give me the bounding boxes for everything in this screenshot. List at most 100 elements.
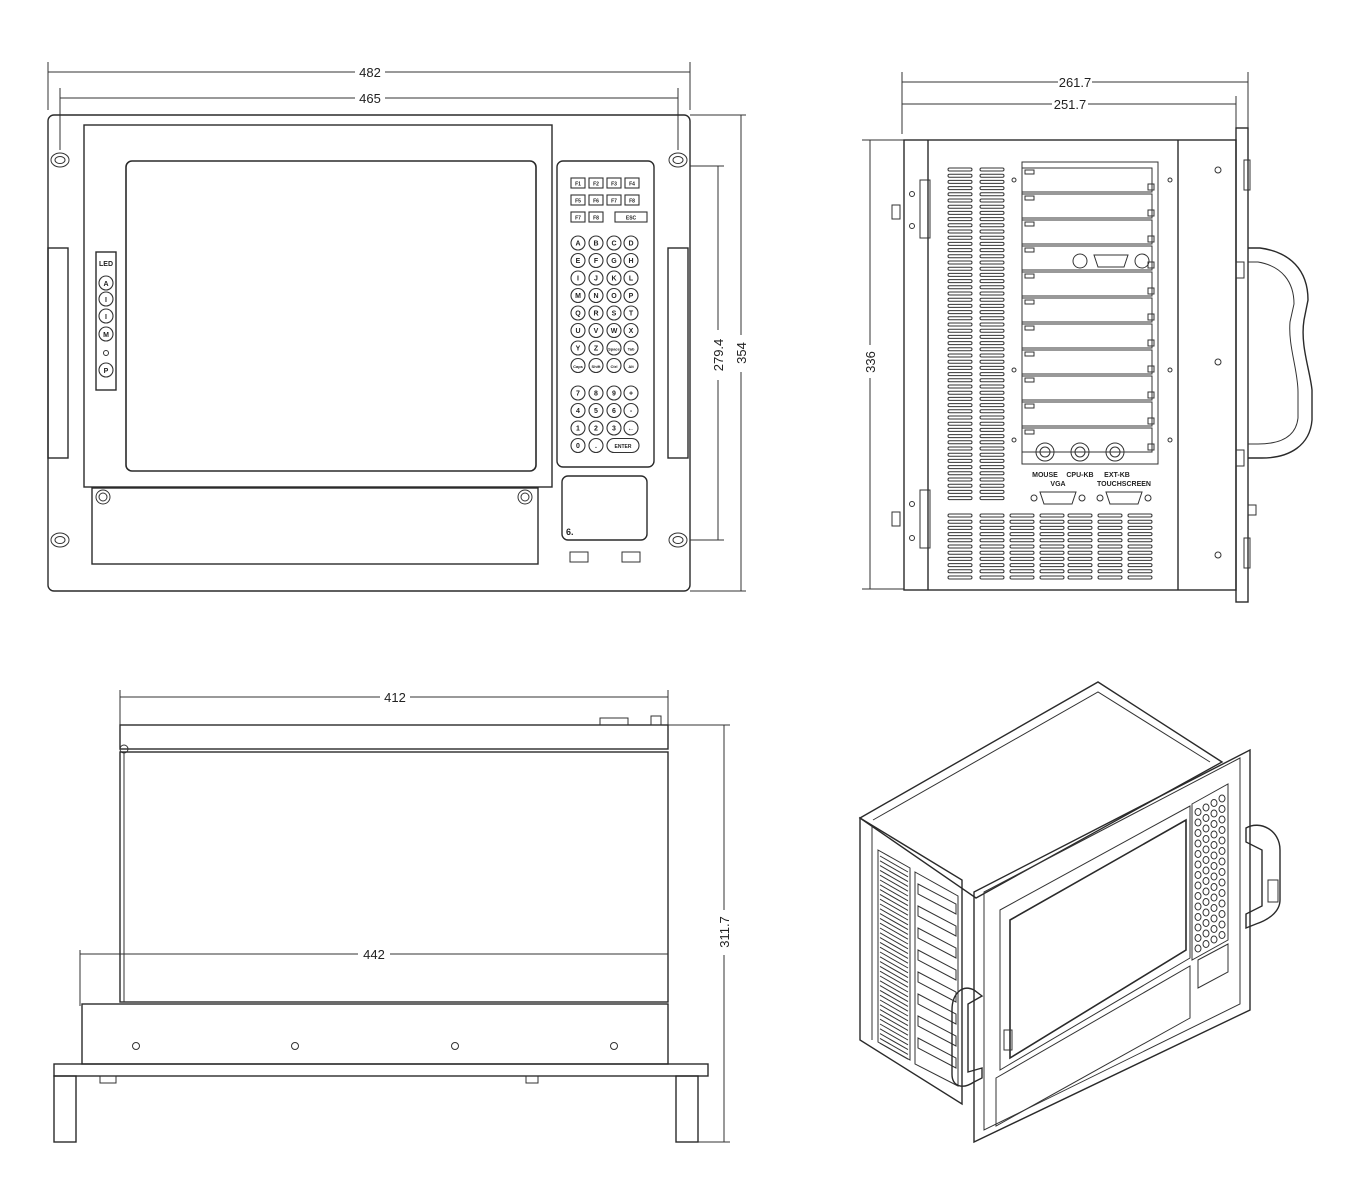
mount-holes [50, 152, 688, 548]
dim-label-465: 465 [359, 91, 381, 106]
vga-port-label: VGA [1050, 481, 1065, 488]
svg-text:F: F [594, 258, 599, 265]
keypad-key: O [606, 287, 622, 304]
led-label: LED [99, 261, 113, 268]
usb-port-2 [621, 551, 641, 563]
bottom-view: 412 442 311.7 [53, 690, 732, 1143]
svg-text:Space: Space [608, 347, 621, 352]
touchscreen-port-label: TOUCHSCREEN [1097, 481, 1151, 488]
svg-text:C: C [611, 241, 616, 248]
number-key: 1 [570, 420, 586, 436]
svg-text:F1: F1 [575, 182, 581, 188]
keypad-key: Z [588, 340, 604, 356]
svg-text:P: P [629, 293, 634, 300]
dimension-442: 442 [79, 947, 668, 1006]
keypad-key: Caps [570, 357, 586, 374]
dimension-311-7: 311.7 [668, 724, 732, 1143]
bottom-handle-left [53, 1075, 77, 1143]
svg-text:Q: Q [575, 311, 581, 318]
keypad-key: S [606, 305, 622, 321]
svg-text:T: T [629, 311, 634, 318]
side-button: I [98, 291, 114, 307]
svg-text:F6: F6 [593, 199, 599, 205]
base-plate [81, 1003, 669, 1065]
function-key: F3 [606, 177, 622, 189]
bottom-flange [53, 1063, 709, 1077]
keypad-key: Q [570, 305, 586, 321]
number-key: 7 [570, 385, 586, 401]
keypad-key: C [606, 235, 622, 251]
function-key: F5 [570, 194, 586, 206]
svg-text:Shift: Shift [592, 364, 602, 369]
dim-label-311-7: 311.7 [717, 916, 732, 948]
esc-key: ESC [614, 211, 648, 223]
function-key: F8 [624, 194, 640, 206]
keypad-key: T [623, 305, 639, 321]
svg-text:Caps: Caps [573, 364, 584, 369]
number-key: ← [623, 420, 639, 436]
keypad-key: N [588, 287, 604, 304]
keypad-key: I [570, 270, 586, 286]
lcd-bezel [83, 124, 553, 488]
dimension-354: 354 [690, 114, 749, 592]
keypad-key: R [588, 305, 604, 321]
svg-text:9: 9 [612, 391, 616, 398]
svg-text:.: . [595, 443, 597, 450]
touchpad [561, 475, 648, 541]
number-key: - [623, 402, 639, 419]
cpu-kb-port-label: CPU-KB [1066, 472, 1093, 479]
svg-text:E: E [576, 258, 581, 265]
keypad-key: W [606, 322, 622, 339]
side-button-label: A [103, 281, 108, 288]
function-key: F8 [588, 211, 604, 223]
iso-screen [1009, 818, 1187, 1060]
dimension-412: 412 [119, 690, 669, 726]
keypad-key: Alt [623, 357, 639, 374]
number-key: 2 [588, 420, 604, 436]
svg-text:Z: Z [594, 346, 599, 353]
keypad-key: E [570, 252, 586, 269]
function-key: F1 [570, 177, 586, 189]
svg-text:U: U [575, 328, 580, 335]
svg-text:+: + [629, 391, 633, 398]
number-key: 0 [570, 437, 586, 454]
dimension-465: 465 [59, 88, 679, 150]
side-button-label: P [104, 368, 109, 375]
svg-text:K: K [611, 276, 616, 283]
svg-text:7: 7 [576, 391, 580, 398]
svg-text:F8: F8 [629, 199, 635, 205]
svg-text:A: A [575, 241, 580, 248]
svg-text:Y: Y [576, 346, 581, 353]
function-key: F7 [606, 194, 622, 206]
svg-text:2: 2 [594, 426, 598, 433]
keypad-key: K [606, 270, 622, 286]
keypad-key: V [588, 322, 604, 339]
dim-label-442: 442 [363, 947, 385, 962]
svg-text:M: M [575, 293, 581, 300]
dim-label-261-7: 261.7 [1059, 75, 1092, 90]
dimension-336: 336 [862, 139, 904, 590]
vent-slots [947, 167, 1153, 580]
svg-text:3: 3 [612, 426, 616, 433]
number-key: 4 [570, 402, 586, 419]
number-key: 9 [606, 385, 622, 401]
side-button: A [98, 275, 114, 291]
number-key: + [623, 385, 639, 401]
function-key: F6 [588, 194, 604, 206]
svg-text:J: J [594, 276, 598, 283]
number-key: 5 [588, 402, 604, 419]
dim-label-354: 354 [734, 342, 749, 364]
keypad-key: Tab [623, 340, 639, 356]
side-button: M [98, 326, 114, 342]
keypad-key: X [623, 322, 639, 339]
svg-text:ENTER: ENTER [615, 444, 632, 450]
dimension-482: 482 [47, 62, 691, 110]
keypad-key: U [570, 322, 586, 339]
side-button-label: M [103, 332, 109, 339]
svg-text:F4: F4 [629, 182, 635, 188]
svg-text:N: N [593, 293, 598, 300]
rear-handle [1248, 247, 1313, 459]
bottom-handle-right [675, 1075, 699, 1143]
